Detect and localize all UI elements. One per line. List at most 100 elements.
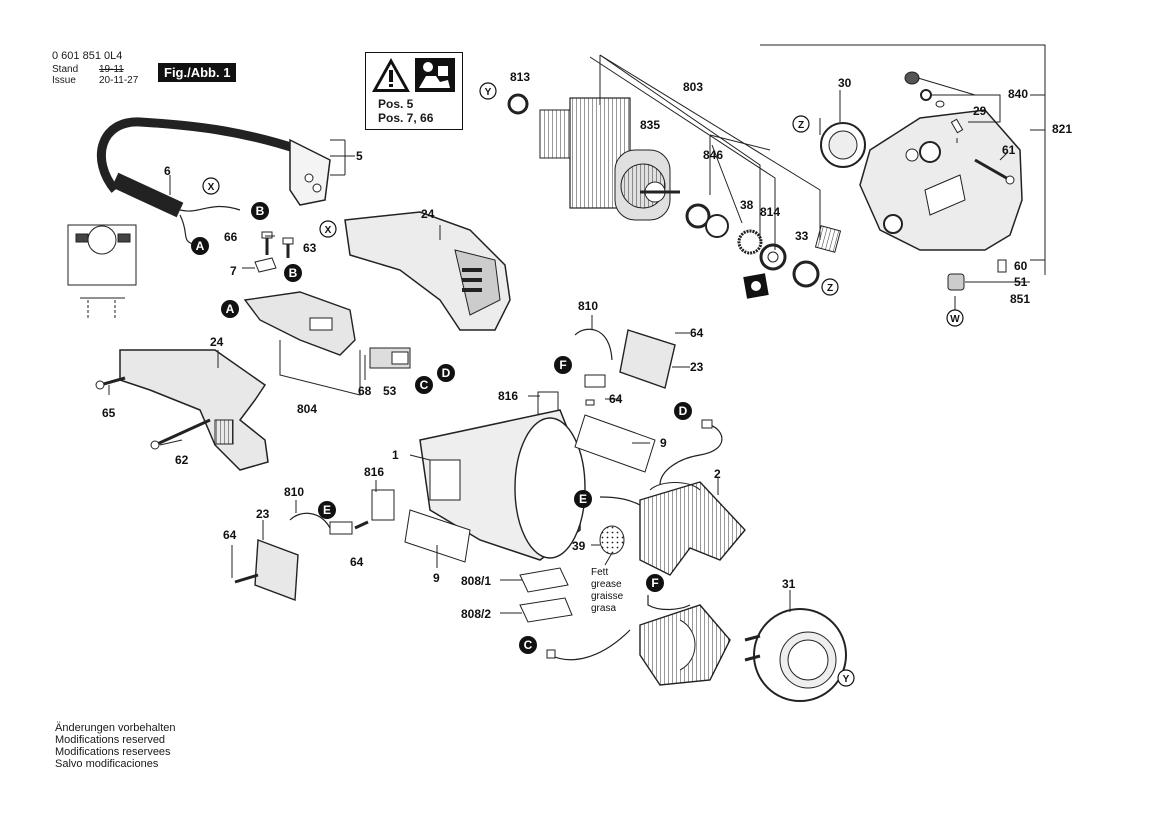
- label-plate: [743, 273, 769, 299]
- part-66: 66: [224, 230, 238, 244]
- grease-pads: [519, 567, 573, 623]
- connector-b-top: B: [251, 202, 269, 220]
- document-header: 0 601 851 0L4: [52, 50, 122, 62]
- part-39: 39: [572, 539, 586, 553]
- part-835: 835: [640, 118, 660, 132]
- part-851: 851: [1010, 292, 1030, 306]
- leader-lines: [108, 118, 1030, 614]
- svg-text:Z: Z: [798, 120, 804, 131]
- part-803: 803: [683, 80, 703, 94]
- part-64-lower: 64: [350, 555, 364, 569]
- part-51: 51: [1014, 275, 1028, 289]
- bearing-flange-30: [820, 122, 866, 168]
- figure-badge: Fig./Abb. 1: [158, 63, 237, 82]
- footer-line-1: Änderungen vorbehalten: [55, 722, 176, 734]
- motor-housing: [419, 409, 586, 561]
- part-821: 821: [1052, 122, 1072, 136]
- snap-ring-846: [685, 203, 711, 229]
- field-coil: [639, 481, 746, 576]
- part-6: 6: [164, 164, 171, 178]
- connector-a-mid: A: [221, 300, 239, 318]
- field-coil-lower: [639, 604, 731, 686]
- part-24-lower: 24: [210, 335, 224, 349]
- svg-text:E: E: [323, 503, 331, 517]
- svg-text:X: X: [325, 225, 332, 236]
- wiring-schematic: [67, 224, 137, 320]
- grease-line-3: graisse: [591, 591, 624, 602]
- bearing-39: [599, 525, 625, 555]
- connector-a-top: A: [191, 237, 209, 255]
- svg-text:C: C: [524, 638, 533, 652]
- wire-e-coil: [599, 496, 641, 506]
- part-31: 31: [782, 577, 796, 591]
- warning-line-2: Pos. 7, 66: [378, 111, 434, 125]
- handle-housing-lower: [119, 349, 269, 471]
- bearing-flange-31: [744, 608, 847, 702]
- svg-text:D: D: [442, 366, 451, 380]
- connector-c-coil: C: [519, 636, 537, 654]
- marker-z-bearing: Z: [821, 278, 839, 296]
- marker-w-cap: W: [946, 309, 964, 327]
- marker-z-flange: Z: [792, 115, 810, 133]
- issue-label: Issue: [52, 75, 76, 86]
- part-68: 68: [358, 384, 372, 398]
- connector-f-coil: F: [646, 574, 664, 592]
- issue-value: 20-11-27: [99, 75, 139, 86]
- part-29: 29: [973, 104, 987, 118]
- connector-f-upper: F: [554, 356, 572, 374]
- handle-housing-top: [344, 211, 511, 331]
- svg-text:X: X: [208, 182, 215, 193]
- bearing-33: [759, 243, 787, 271]
- part-23-upper: 23: [690, 360, 704, 374]
- marker-y-flange: Y: [837, 669, 855, 687]
- cap-51: [947, 273, 965, 291]
- svg-text:D: D: [679, 404, 688, 418]
- svg-text:Y: Y: [843, 674, 850, 685]
- footer-line-2: Modifications reserved: [55, 734, 166, 746]
- armature: [539, 97, 680, 221]
- part-33: 33: [795, 229, 809, 243]
- bearing-813: [507, 93, 529, 115]
- wire-f-coil: [647, 595, 691, 611]
- svg-text:F: F: [559, 358, 566, 372]
- part-2: 2: [714, 467, 721, 481]
- cover-plate-9-lower: [404, 509, 471, 563]
- part-23-lower: 23: [256, 507, 270, 521]
- svg-text:Z: Z: [827, 283, 833, 294]
- warning-triangle-icon: [372, 58, 410, 92]
- connector-d-switch: D: [437, 364, 455, 382]
- svg-text:F: F: [651, 576, 658, 590]
- screw-62: [150, 418, 211, 450]
- connector-e-coil: E: [574, 490, 592, 508]
- part-9-lower: 9: [433, 571, 440, 585]
- connector-b-mid: B: [284, 264, 302, 282]
- button-840: [904, 71, 945, 108]
- part-65: 65: [102, 406, 116, 420]
- grease-line-2: grease: [591, 579, 622, 590]
- part-810-lower: 810: [284, 485, 304, 499]
- svg-text:C: C: [420, 378, 429, 392]
- part-62: 62: [175, 453, 189, 467]
- screw-60: [997, 259, 1007, 273]
- part-53: 53: [383, 384, 397, 398]
- svg-text:E: E: [579, 492, 587, 506]
- part-813: 813: [510, 70, 530, 84]
- svg-text:Y: Y: [485, 87, 492, 98]
- grease-line-1: Fett: [591, 567, 608, 578]
- svg-text:A: A: [226, 302, 235, 316]
- part-24-top: 24: [421, 207, 435, 221]
- footer-notes: Änderungen vorbehalten Modifications res…: [55, 722, 175, 770]
- ring-814: [737, 229, 763, 255]
- screw-63: [282, 237, 294, 258]
- marker-y-top: Y: [479, 82, 497, 100]
- warning-line-1: Pos. 5: [378, 97, 414, 111]
- wire-d-coil: [659, 419, 723, 486]
- bearing-14: [792, 260, 820, 288]
- part-code: 0 601 851 0L4: [52, 50, 123, 62]
- connector-e-lower: E: [318, 501, 336, 519]
- stand-label: Stand: [52, 64, 79, 75]
- screw-66: [261, 231, 273, 255]
- wire-c-coil: [546, 629, 631, 661]
- part-64-upper: 64: [690, 326, 704, 340]
- pin-29: [950, 118, 964, 134]
